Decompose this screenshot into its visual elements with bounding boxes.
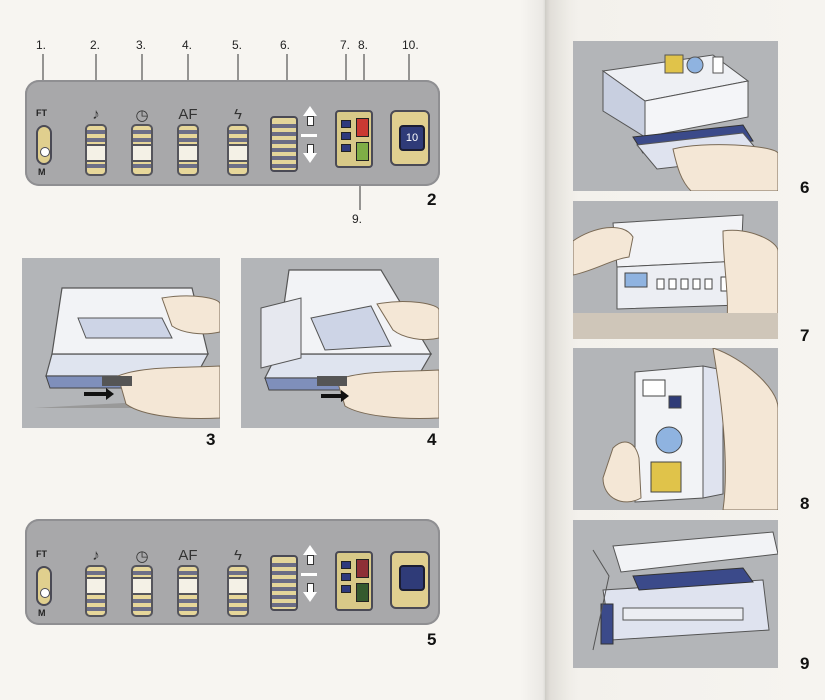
red-indicator-light xyxy=(356,559,369,578)
red-indicator-light xyxy=(356,118,369,137)
focus-mode-switch[interactable] xyxy=(36,566,52,606)
callout-2: 2. xyxy=(90,38,101,52)
flash-switch[interactable] xyxy=(227,565,249,617)
note-icon: ♪ xyxy=(92,547,100,564)
indicator-panel xyxy=(335,551,373,611)
figure-number-2: 2 xyxy=(427,190,437,209)
exposure-rocker[interactable] xyxy=(270,116,298,172)
shutter-button-housing xyxy=(390,551,430,609)
focus-mode-switch[interactable] xyxy=(36,125,52,165)
callout-7: 7. xyxy=(340,38,351,52)
flash-icon: ϟ xyxy=(234,106,242,123)
callout-10: 10. xyxy=(402,38,419,52)
figure-number-5: 5 xyxy=(427,630,437,649)
figure-4-illustration xyxy=(241,258,439,428)
exposure-rocker[interactable] xyxy=(270,555,298,611)
figure-3-illustration xyxy=(22,258,220,428)
figure-6-illustration xyxy=(573,41,778,191)
self-timer-icon: ◷ xyxy=(135,107,149,124)
figure-number-7: 7 xyxy=(800,326,810,345)
callout-6: 6. xyxy=(280,38,291,52)
flash-icon: ϟ xyxy=(234,547,242,564)
callout-3: 3. xyxy=(136,38,147,52)
sound-switch[interactable] xyxy=(85,565,107,617)
flash-switch[interactable] xyxy=(227,124,249,176)
figure-number-9: 9 xyxy=(800,654,810,673)
figure-number-4: 4 xyxy=(427,430,437,449)
autofocus-icon: AF xyxy=(178,106,198,123)
figure-7-illustration xyxy=(573,201,778,339)
callout-9: 9. xyxy=(352,212,363,226)
self-timer-switch[interactable] xyxy=(131,124,153,176)
m-label: M xyxy=(38,608,46,618)
autofocus-switch[interactable] xyxy=(177,565,199,617)
figure-number-3: 3 xyxy=(206,430,216,449)
self-timer-switch[interactable] xyxy=(131,565,153,617)
note-icon: ♪ xyxy=(92,106,100,123)
self-timer-icon: ◷ xyxy=(135,548,149,565)
callout-8: 8. xyxy=(358,38,369,52)
exposure-neutral-mark xyxy=(301,134,317,137)
figure-number-8: 8 xyxy=(800,494,810,513)
figure-number-6: 6 xyxy=(800,178,810,197)
ft-label: FT xyxy=(36,549,47,559)
green-indicator-light xyxy=(356,142,369,161)
indicator-panel xyxy=(335,110,373,168)
figure-8-illustration xyxy=(573,348,778,510)
autofocus-switch[interactable] xyxy=(177,124,199,176)
callout-1: 1. xyxy=(36,38,47,52)
callout-4: 4. xyxy=(182,38,193,52)
green-indicator-light xyxy=(356,583,369,602)
figure-9-illustration xyxy=(573,520,778,668)
autofocus-icon: AF xyxy=(178,547,198,564)
control-panel: FT M ♪ ◷ AF ϟ xyxy=(25,80,440,186)
ft-label: FT xyxy=(36,108,47,118)
exposure-neutral-mark xyxy=(301,573,317,576)
book-gutter xyxy=(520,0,570,700)
shutter-button[interactable] xyxy=(399,565,425,591)
m-label: M xyxy=(38,167,46,177)
shutter-button-housing: 10 xyxy=(390,110,430,166)
sound-switch[interactable] xyxy=(85,124,107,176)
control-panel-fig5: FT M ♪ ◷ AF ϟ xyxy=(25,519,440,625)
callout-5: 5. xyxy=(232,38,243,52)
shutter-button[interactable]: 10 xyxy=(399,125,425,151)
